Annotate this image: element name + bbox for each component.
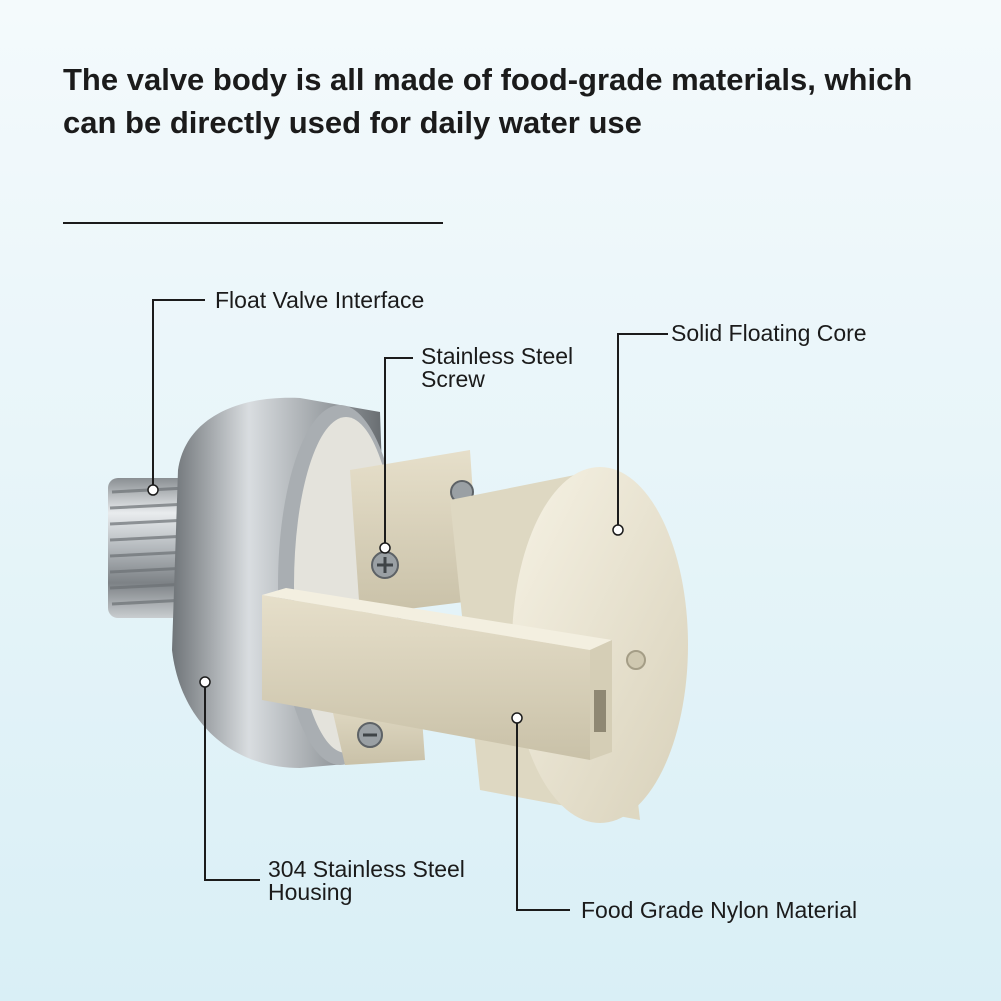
callout-solid-floating-core: Solid Floating Core <box>671 320 867 346</box>
leader-lines <box>152 299 668 911</box>
headline-line-2: can be directly used for daily water use <box>63 105 642 140</box>
callout-screw-line-2: Screw <box>421 366 485 392</box>
callout-nylon-material: Food Grade Nylon Material <box>581 897 858 923</box>
callout-housing: 304 Stainless Steel Housing <box>268 858 465 904</box>
callout-housing-line-1: 304 Stainless Steel <box>268 856 465 882</box>
headline-line-1: The valve body is all made of food-grade… <box>63 62 913 97</box>
callout-float-valve-interface: Float Valve Interface <box>215 287 425 313</box>
upper-mount <box>350 450 480 615</box>
callout-housing-line-2: Housing <box>268 879 353 905</box>
callout-screw-line-1: Stainless Steel <box>421 343 574 369</box>
headline: The valve body is all made of food-grade… <box>63 58 943 144</box>
leader-dots <box>147 484 624 724</box>
divider-rule <box>63 222 443 224</box>
nylon-arm <box>262 588 612 760</box>
callout-stainless-steel-screw: Stainless Steel Screw <box>421 345 573 391</box>
